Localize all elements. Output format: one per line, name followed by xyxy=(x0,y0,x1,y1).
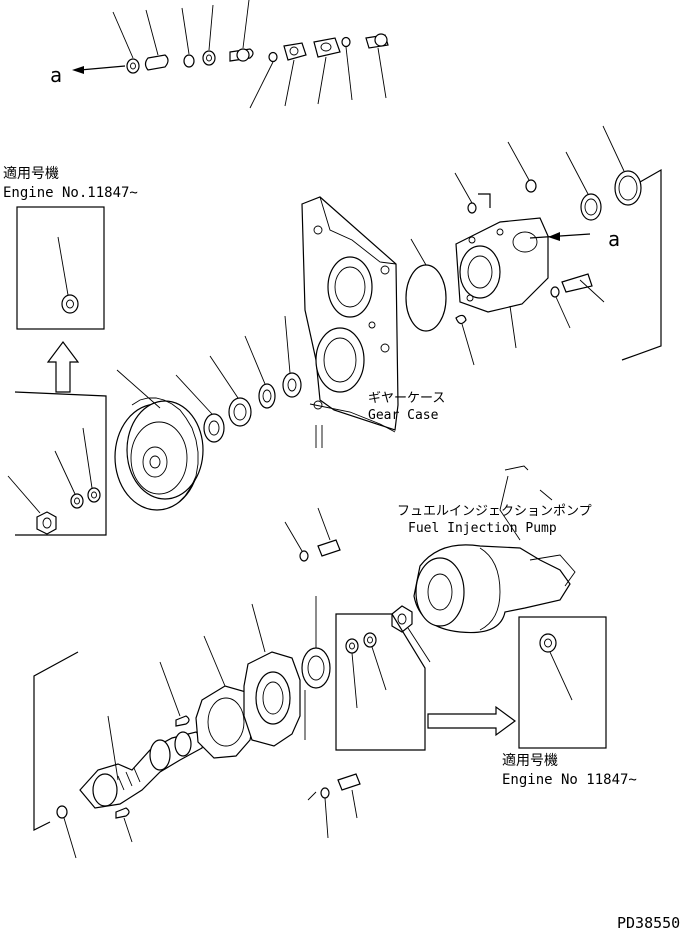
nut-part xyxy=(126,58,140,74)
right-top-parts xyxy=(478,125,662,361)
drive-housing: a xyxy=(454,172,620,366)
gasket-part xyxy=(195,685,257,759)
middle-bracket xyxy=(335,613,517,751)
nut-part-2 xyxy=(202,50,216,66)
engine-no-label-right: Engine No 11847~ xyxy=(502,772,637,788)
gear-case-bore-lower xyxy=(315,327,365,393)
hex-nut-part xyxy=(36,511,57,535)
washer-inset-left xyxy=(61,294,79,314)
pump-nut-part xyxy=(391,605,413,633)
bracket-right xyxy=(621,168,662,361)
fuel-pump-label-jp: フュエルインジェクションポンプ xyxy=(397,504,592,519)
inset-box-middle xyxy=(335,613,426,751)
gear-case-bore-upper xyxy=(327,256,373,318)
gear-case-label-jp: ギヤーケース xyxy=(368,391,445,406)
right-arrow xyxy=(427,705,517,737)
engine-no-label-left: Engine No.11847~ xyxy=(3,185,138,201)
o-ring-part xyxy=(405,264,447,332)
gear-assembly xyxy=(114,315,302,511)
inset-box-left xyxy=(16,206,105,330)
washer-inset-right xyxy=(539,633,557,653)
gear-case: ギヤーケース Gear Case xyxy=(301,196,445,448)
washer-part xyxy=(183,54,195,68)
ref-label-a-top: a xyxy=(50,63,62,87)
bushing-part xyxy=(228,397,252,427)
shaft-assembly xyxy=(33,507,361,859)
bearing-part xyxy=(203,413,225,443)
gear-case-label-en: Gear Case xyxy=(368,408,439,423)
applicable-label-left: 適用号機 xyxy=(3,165,59,182)
up-arrow xyxy=(46,341,80,393)
inset-box-right xyxy=(518,616,607,749)
elbow-part xyxy=(313,37,341,58)
plain-washer-part xyxy=(87,487,101,503)
right-applicability-note: 適用号機 Engine No 11847~ xyxy=(502,616,637,788)
arrow-head-a-top xyxy=(72,66,84,74)
lock-washer-part xyxy=(70,493,84,509)
washer-part-3 xyxy=(341,36,351,48)
left-small-parts xyxy=(7,427,101,535)
sleeve-part xyxy=(144,54,169,71)
fuel-injection-pump: フュエルインジェクションポンプ Fuel Injection Pump xyxy=(391,465,592,663)
bracket-left xyxy=(14,391,107,536)
bracket-right-small xyxy=(478,193,491,208)
washer-part-2 xyxy=(268,51,278,63)
left-applicability-note: 適用号機 Engine No.11847~ xyxy=(3,165,138,536)
oil-seal-part xyxy=(580,193,602,221)
drawing-number: PD38550 xyxy=(617,914,680,932)
collar-part xyxy=(282,372,302,398)
ball-bearing-part xyxy=(301,647,331,689)
bracket-shaft xyxy=(33,651,79,831)
thrust-washer-part xyxy=(258,383,276,409)
ref-label-a-right: a xyxy=(608,227,620,251)
flange-plate-part xyxy=(283,42,307,61)
top-fittings-group: a xyxy=(50,0,389,109)
fuel-pump-label-en: Fuel Injection Pump xyxy=(408,521,557,536)
arrow-line-a-top xyxy=(79,65,126,71)
applicable-label-right: 適用号機 xyxy=(502,752,558,769)
